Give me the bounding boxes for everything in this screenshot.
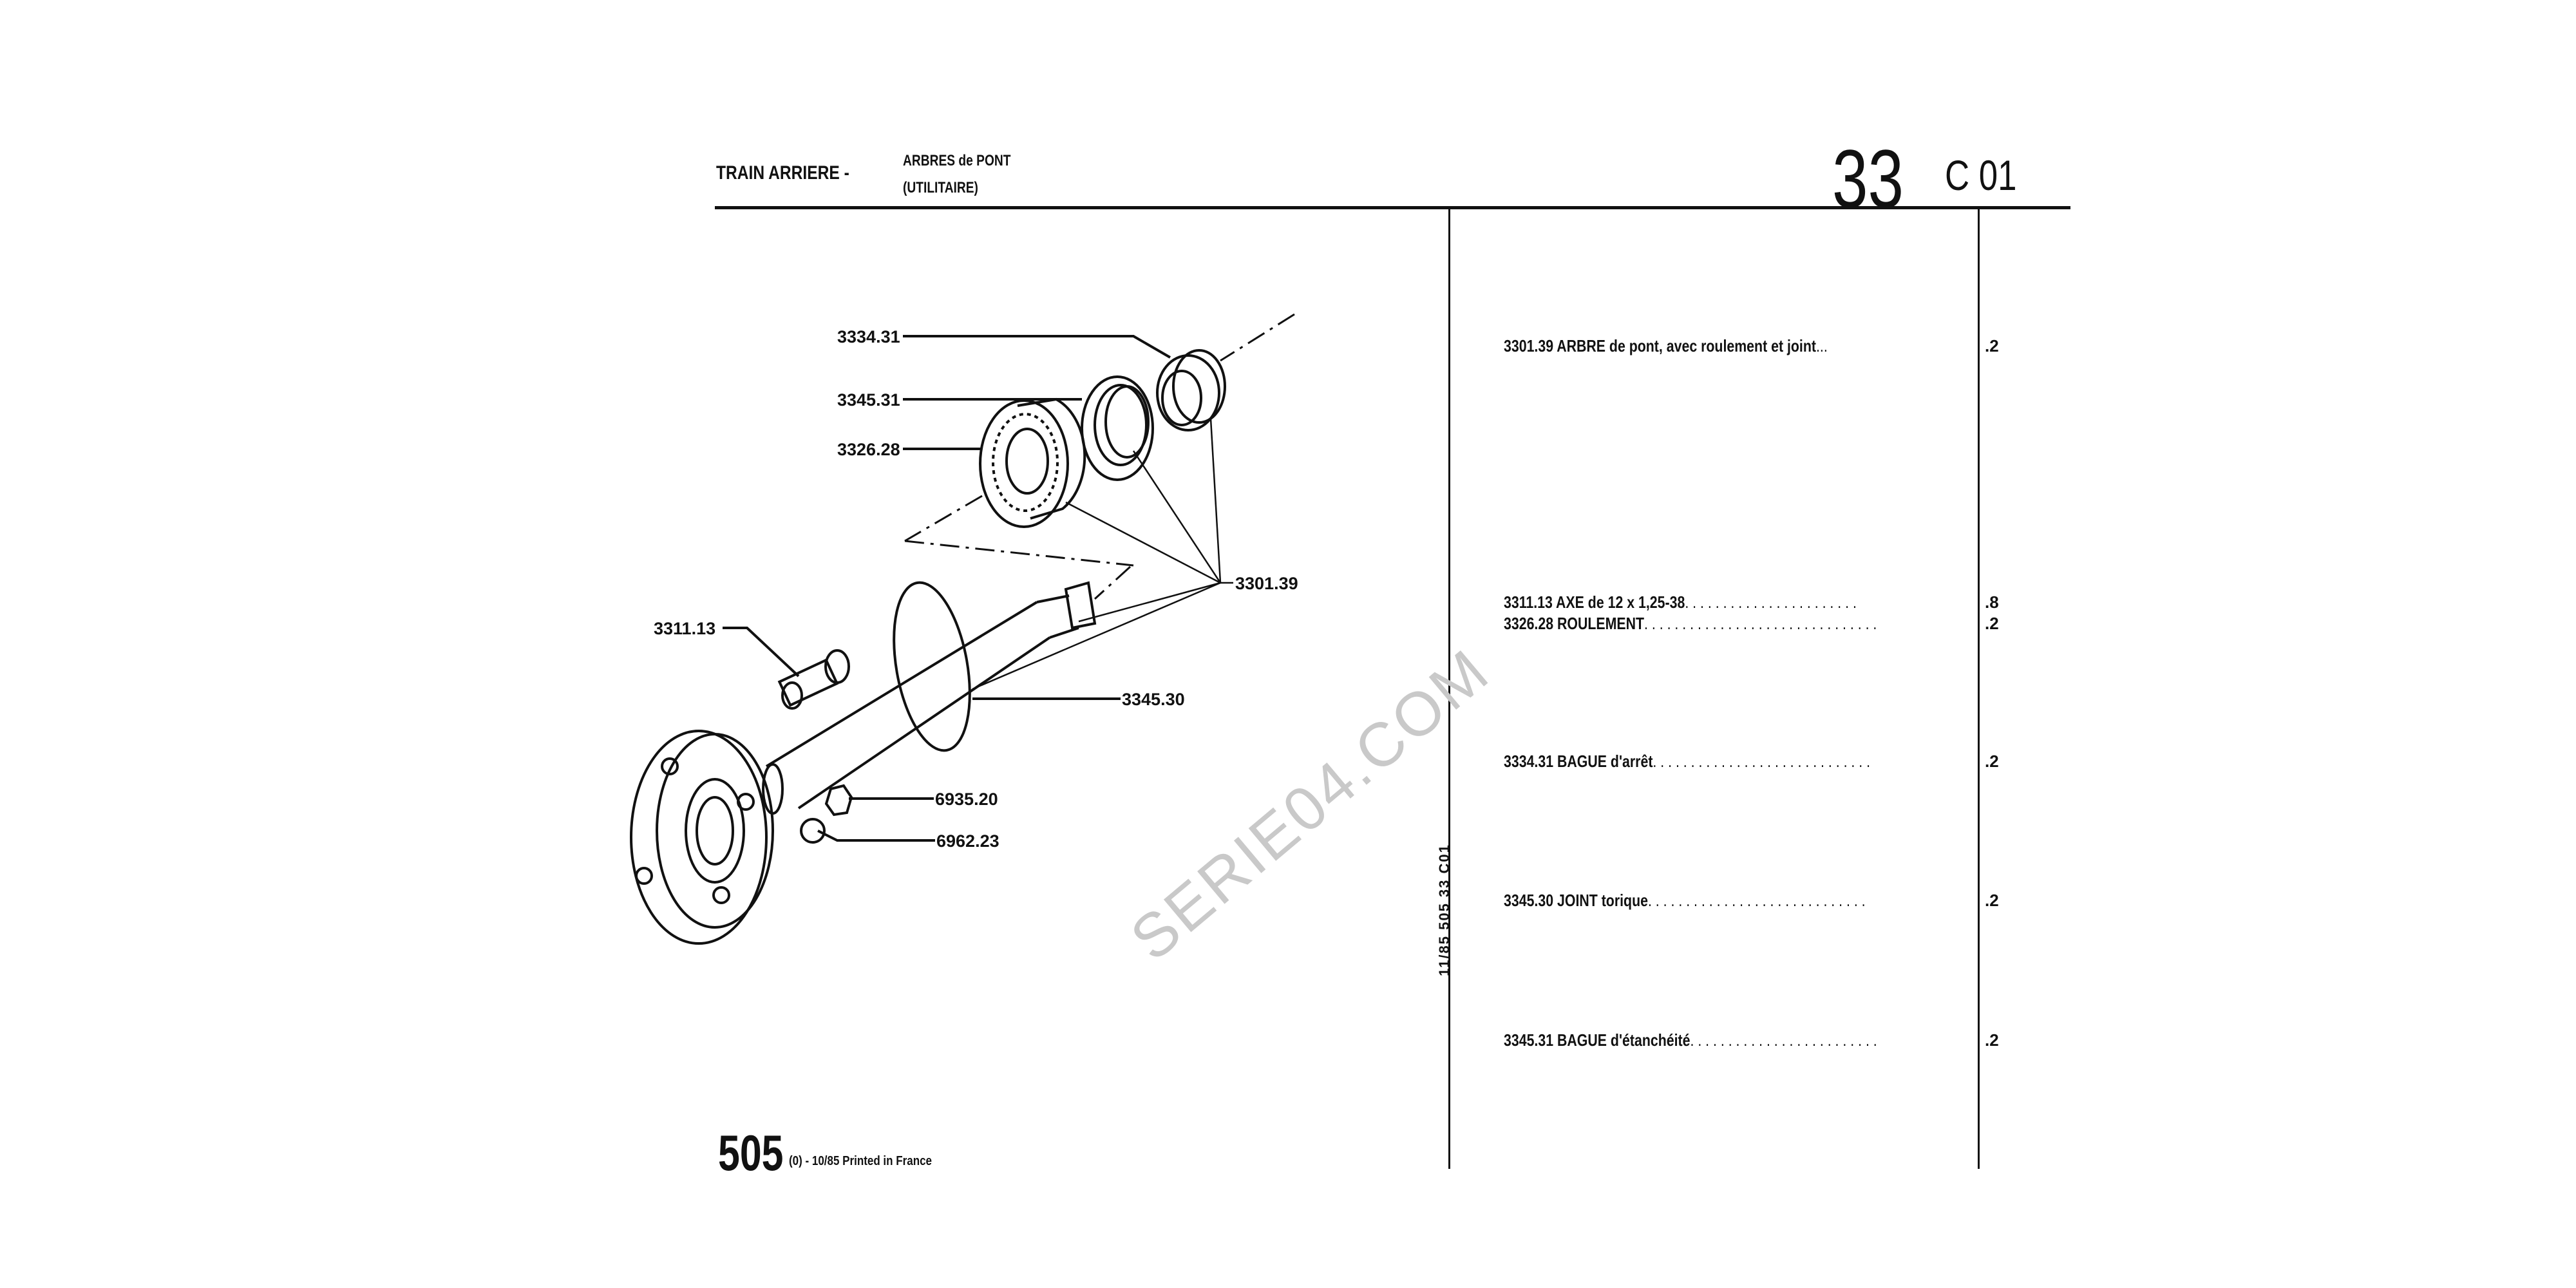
part-qty: .2 <box>1985 752 1999 771</box>
part-row: 3345.30 JOINT torique. . . . . . . . . .… <box>1504 891 1866 910</box>
column-divider <box>1448 209 1450 1169</box>
part-row: 3311.13 AXE de 12 x 1,25-38. . . . . . .… <box>1504 592 1857 612</box>
group-number: 33 <box>1832 133 1904 225</box>
part-row: 3301.39 ARBRE de pont, avec roulement et… <box>1504 336 1828 355</box>
stop-ring-3334-31 <box>1156 349 1226 431</box>
washer-6962-23 <box>800 818 826 844</box>
part-desc: ARBRE de pont, avec roulement et joint <box>1557 336 1816 355</box>
footer-edition: (0) - 10/85 Printed in France <box>789 1154 933 1168</box>
header-rule <box>715 206 2070 209</box>
part-qty: .2 <box>1985 891 1999 910</box>
part-row: 3334.31 BAGUE d'arrêt. . . . . . . . . .… <box>1504 752 1871 771</box>
qty-divider <box>1978 209 1980 1169</box>
callout-3345-31: 3345.31 <box>837 390 900 410</box>
axis-centerline <box>904 313 1295 600</box>
subtitle-line-1: ARBRES de PONT <box>903 152 1011 169</box>
hub-flange <box>630 730 774 945</box>
callout-3326-28: 3326.28 <box>837 440 900 459</box>
part-desc: BAGUE d'étanchéité <box>1557 1030 1690 1050</box>
part-desc: AXE de 12 x 1,25-38 <box>1556 592 1685 612</box>
callout-3311-13: 3311.13 <box>654 619 715 638</box>
part-qty: .8 <box>1985 592 1999 612</box>
callout-6962-23: 6962.23 <box>936 831 999 851</box>
part-desc: JOINT torique <box>1557 891 1648 910</box>
part-ref: 3345.30 <box>1504 891 1554 910</box>
part-ref: 3301.39 <box>1504 336 1554 355</box>
part-ref: 3345.31 <box>1504 1030 1554 1050</box>
callout-3345-30: 3345.30 <box>1122 690 1185 709</box>
leader-3301-39 <box>972 418 1233 690</box>
leader-3311-13 <box>723 627 800 677</box>
leader-3334-31 <box>903 335 1171 359</box>
callout-3301-39: 3301.39 <box>1235 574 1298 593</box>
subtitle-line-2: (UTILITAIRE) <box>903 179 978 196</box>
footer-model: 505 <box>718 1124 784 1181</box>
part-ref: 3326.28 <box>1504 614 1554 633</box>
part-qty: .2 <box>1985 1030 1999 1050</box>
axle-shaft <box>762 581 1097 815</box>
part-ref: 3334.31 <box>1504 752 1554 771</box>
part-ref: 3311.13 <box>1504 592 1553 612</box>
part-desc: ROULEMENT <box>1557 614 1645 633</box>
part-row: 3345.31 BAGUE d'étanchéité. . . . . . . … <box>1504 1030 1877 1050</box>
callout-3334-31: 3334.31 <box>837 327 900 346</box>
callout-6935-20: 6935.20 <box>935 790 998 809</box>
part-desc: BAGUE d'arrêt <box>1557 752 1653 771</box>
part-qty: .2 <box>1985 614 1999 633</box>
plate-code: C 01 <box>1945 151 2017 199</box>
nut-6935-20 <box>824 784 853 817</box>
exploded-diagram: 3334.31 3345.31 3326.28 3301.39 3311.13 … <box>630 313 1298 945</box>
o-ring-3345-30 <box>893 581 971 752</box>
stud-3311-13 <box>777 649 850 710</box>
leader-6962-23 <box>817 829 935 842</box>
part-qty: .2 <box>1985 336 1999 355</box>
seal-ring-3345-31 <box>1081 375 1154 481</box>
part-row: 3326.28 ROULEMENT. . . . . . . . . . . .… <box>1504 614 1877 633</box>
bearing-3326-28 <box>979 397 1086 528</box>
side-reference-note: 11/85 505 33 C01 <box>1435 844 1452 976</box>
section-title: TRAIN ARRIERE - <box>716 162 849 184</box>
